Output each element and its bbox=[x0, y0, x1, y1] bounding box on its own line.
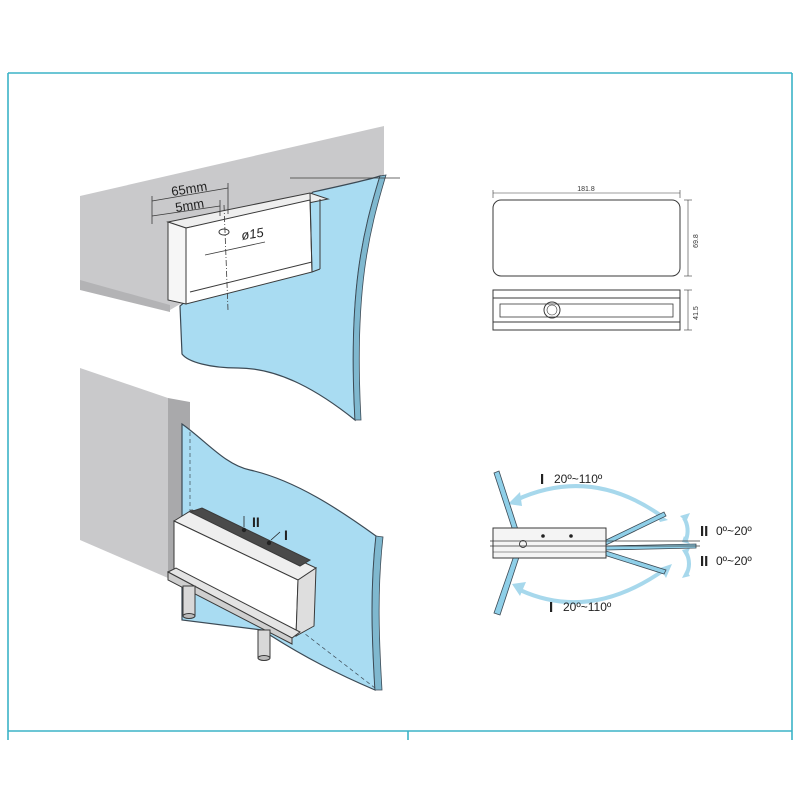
hinge-mark-two: II bbox=[252, 514, 260, 530]
swing-range-bottom: 20º~110º bbox=[563, 600, 612, 614]
dim-inner-label: 5mm bbox=[174, 196, 205, 215]
swing-numeral-top: I bbox=[540, 471, 544, 488]
technical-drawing bbox=[492, 190, 692, 331]
dimension-lines bbox=[151, 177, 400, 224]
swing-range-right-top: 0º~20º bbox=[716, 524, 752, 538]
ceiling-wall-underside bbox=[80, 280, 170, 312]
recessed-box bbox=[166, 192, 330, 305]
swing-hinge-body bbox=[492, 527, 607, 559]
side-view-pivot bbox=[543, 301, 561, 319]
top-view-outline bbox=[492, 199, 681, 277]
swing-numeral-right-top: II bbox=[700, 523, 708, 540]
swing-numeral-right-bottom: II bbox=[700, 553, 708, 570]
door-positions bbox=[493, 470, 697, 616]
side-wall bbox=[80, 368, 168, 578]
swing-range-top: 20º~110º bbox=[554, 472, 603, 486]
side-view-outline bbox=[492, 289, 681, 331]
dim-hole-label: ø15 bbox=[240, 225, 265, 243]
pivot-hole bbox=[218, 228, 230, 236]
swing-range-right-bottom: 0º~20º bbox=[716, 554, 752, 568]
swing-diagram: I 20º~110º I 20º~110º II 0º~20º II 0º~20… bbox=[490, 470, 752, 616]
bottom-installation-view: II I bbox=[80, 368, 384, 691]
frame bbox=[7, 72, 793, 740]
floor-hinge bbox=[166, 507, 318, 661]
top-installation-view: 65mm 5mm ø15 bbox=[80, 126, 400, 422]
height-dimension: 41.5 bbox=[693, 306, 700, 320]
width-dimension: 181.8 bbox=[577, 186, 595, 193]
dim-outer-label: 65mm bbox=[170, 178, 208, 198]
hinge-mark-one: I bbox=[284, 527, 288, 543]
swing-numeral-bottom: I bbox=[549, 599, 553, 616]
depth-dimension: 69.8 bbox=[693, 234, 700, 248]
